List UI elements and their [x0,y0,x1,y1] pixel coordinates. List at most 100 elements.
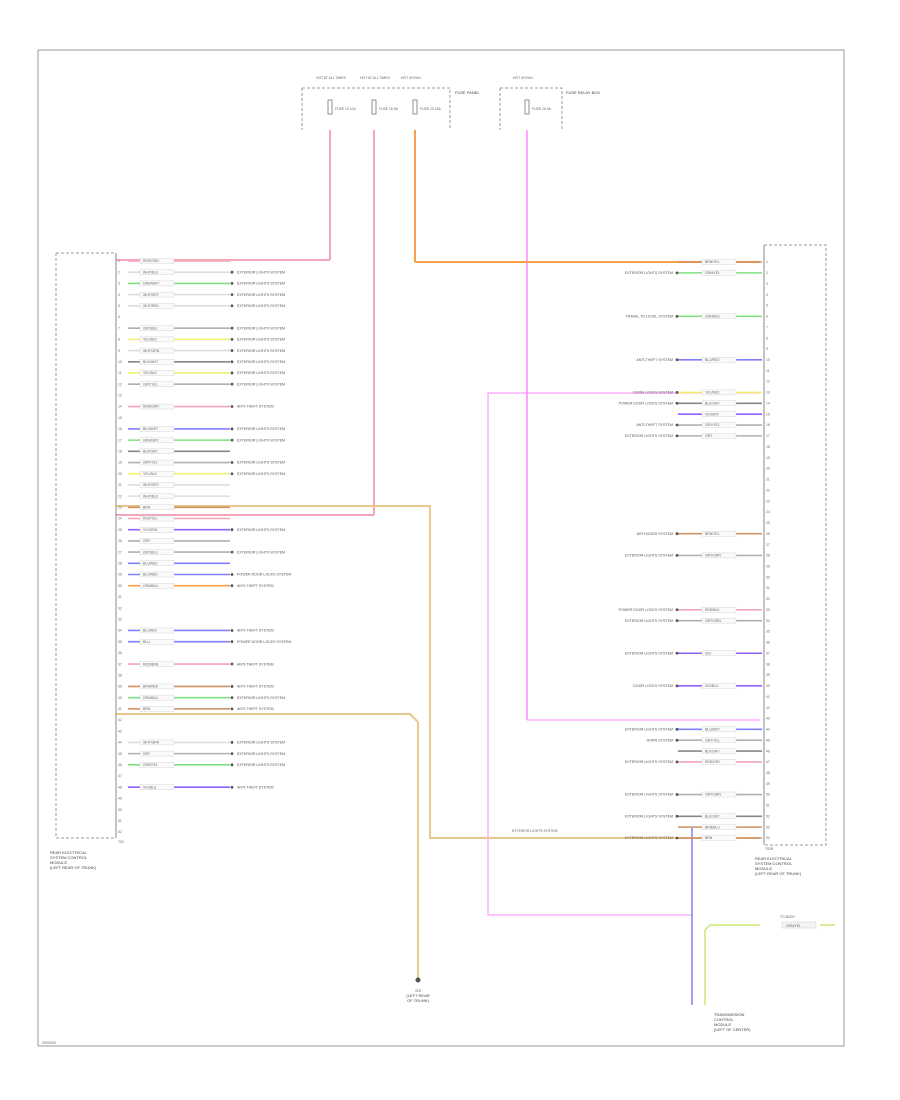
pin-number: 5 [118,304,120,308]
left-pin-row: 43 [118,729,122,733]
right-pin-row: 20 [766,467,770,471]
right-pin-row: 5 [766,304,768,308]
wire-color-code: YEL/BLK [143,371,157,375]
right-pin-row: 24 [766,510,770,514]
pin-number: 50 [118,808,122,812]
pin-number: 25 [118,528,122,532]
connector-arrow-icon [230,763,234,767]
wire-color-box [701,617,737,624]
pin-number: 15 [118,416,122,420]
right-pin-row: 29 [766,565,770,569]
pin-number: 12 [766,380,770,384]
wire-color-code: YEL/BLK [143,338,157,342]
fuse-block-label: FUSE PANEL [455,90,480,95]
wire-color-box [139,370,175,376]
wire-color-code: YEL/RED [705,391,720,395]
pin-number: 4 [118,293,120,297]
pin-number: 11 [118,371,122,375]
connector-arrow-icon [675,271,679,275]
label-line: (LEFT REAR OF TRUNK) [50,865,97,870]
tcm-wire-color: GRN/YEL [786,924,801,928]
right-pin-row: 21 [766,478,770,482]
connector-arrow-icon [675,434,679,438]
wire-color-box [701,313,737,320]
fuse-icon [327,99,333,115]
wire-color-code: GRN/BLU [143,696,159,700]
wire-color-box [701,759,737,765]
wire-color-box [139,683,175,690]
circuit-label: EXTERIOR LIGHTS SYSTEM [237,360,285,364]
connector-arrow-icon [230,270,234,274]
wire-color-box [701,411,737,417]
connector-arrow-icon [675,608,679,612]
circuit-label: TRAVEL TO LEVEL SYSTEM [626,315,673,319]
pin-number: 14 [766,401,770,405]
page-label: Z0000XX [42,1041,57,1045]
wire-color-code: VIO/GRN [143,528,158,532]
wire-color-code: GRN/YEL [143,763,158,767]
label-line: (LEFT REAR [406,993,429,998]
pin-number: 27 [118,550,122,554]
connector-arrow-icon [675,684,679,688]
wire-color-code: GRY/YEL [143,382,158,386]
label-line: SYSTEM CONTROL [50,855,88,860]
label-line: SYSTEM CONTROL [755,861,793,866]
wire-color-code: GRY [143,752,151,756]
wire-color-box [701,400,737,406]
pin-number: 8 [118,338,120,342]
right-pin-row: 35 [766,630,770,634]
wire-color-code: GRN/WHT [143,282,159,286]
connector-arrow-icon [230,629,234,632]
connector-arrow-icon [230,528,234,532]
wire-color-box [139,750,175,757]
connector-arrow-icon [230,293,234,296]
pin-number: 45 [766,738,770,742]
wire-color-code: WHT/GRY [143,483,160,487]
wire-color-box [139,482,175,488]
right-pin-row: 25 [766,521,770,525]
fuse-label: FUSE 15 5A [379,107,399,111]
wire-color-box [139,694,175,701]
pin-number: 39 [118,685,122,689]
connector-arrow-icon [230,696,234,700]
pin-number: 48 [118,785,122,789]
pin-number: 7 [118,326,120,330]
bus-label: EXTERIOR LIGHTS SYSTEM [512,829,558,833]
fuse-top-label: HOT AT ALL TIMES [360,76,391,80]
wire-color-code: WHT/GRN [143,349,160,353]
pin-number: 23 [766,499,770,503]
wire-color-box [139,426,175,432]
circuit-label: EXTERIOR LIGHTS SYSTEM [237,696,285,700]
wire-color-code: BLU [143,640,150,644]
wire-color-box [139,538,175,544]
right-pin-row: 49 [766,782,770,786]
circuit-label: ANTI-THEFT SYSTEM [237,785,274,789]
pin-number: 30 [118,584,122,588]
wire-color-box [139,258,175,264]
connector-arrow-icon [230,752,234,756]
wire-color-box [701,357,737,363]
wire-color-code: WHT/GRN [143,741,160,745]
pin-number: 39 [766,673,770,677]
wire-color-box [139,527,175,533]
right-fuse-block-label: FUSE RELAY BOX [566,90,600,95]
wire-color-code: GRY/BLK [143,326,158,330]
pin-number: 30 [766,575,770,579]
right-pin-row: 8 [766,336,768,340]
pin-number: 43 [766,717,770,721]
left-pin-row: 42 [118,718,122,722]
pin-number: 40 [766,684,770,688]
wire-tcm-green [704,924,760,1005]
pin-number: 2 [118,270,120,274]
wire-color-box [139,762,175,768]
label-line: OF TRUNK) [407,998,429,1003]
fuse-block-left [301,87,451,130]
